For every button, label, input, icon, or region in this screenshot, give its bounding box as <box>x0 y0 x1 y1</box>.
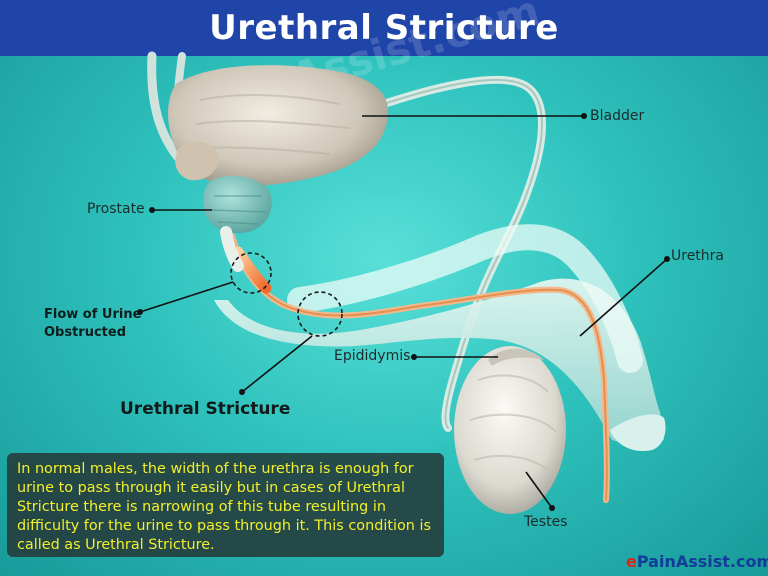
brand-prefix: e <box>626 552 637 571</box>
label-flow-line2: Obstructed <box>44 325 127 340</box>
prostatic-urethra <box>220 226 244 272</box>
title-bar: Urethral Stricture <box>0 0 768 56</box>
epididymis-leader-dot <box>411 354 417 360</box>
bladder-neck <box>175 141 219 181</box>
label-prostate: Prostate <box>87 201 145 217</box>
page-title: Urethral Stricture <box>209 8 559 48</box>
flow-leader-dot <box>137 309 143 315</box>
testes-texture <box>469 374 557 471</box>
urethra-tube-core <box>231 235 608 501</box>
urethra-leader <box>579 258 668 337</box>
epididymis <box>488 348 544 366</box>
testes-leader-dot <box>549 505 555 511</box>
stricture-leader-dot <box>239 389 245 395</box>
obstruction-circle <box>230 252 272 294</box>
penis-shaft-upper <box>287 224 643 373</box>
flow-leader <box>139 281 234 313</box>
urethra-leader-dot <box>664 256 670 262</box>
label-testes: Testes <box>524 514 568 530</box>
prostate <box>203 176 272 234</box>
label-bladder: Bladder <box>590 108 645 124</box>
obstruction-highlight <box>232 246 272 294</box>
testes <box>454 346 566 514</box>
bladder-texture <box>195 94 351 155</box>
bladder-leader-dot <box>581 113 587 119</box>
glans <box>610 414 666 452</box>
label-urethra: Urethra <box>671 248 725 264</box>
stricture-circle <box>297 291 343 337</box>
label-flow-line1: Flow of Urine <box>44 307 142 322</box>
brand-logo: ePainAssist.com <box>626 552 768 571</box>
label-flow-obstructed: Flow of Urine Obstructed <box>44 306 141 342</box>
stricture-leader <box>241 335 313 393</box>
vas-deferens <box>371 78 543 429</box>
label-epididymis: Epididymis <box>334 348 411 364</box>
brand-name: PainAssist.com <box>636 552 768 571</box>
testes-leader <box>525 471 553 509</box>
penis-shaft <box>214 278 664 446</box>
info-box: In normal males, the width of the urethr… <box>7 453 444 557</box>
prostate-texture <box>211 195 267 225</box>
info-text: In normal males, the width of the urethr… <box>17 461 431 553</box>
prostate-leader-dot <box>149 207 155 213</box>
label-urethral-stricture: Urethral Stricture <box>120 399 291 419</box>
